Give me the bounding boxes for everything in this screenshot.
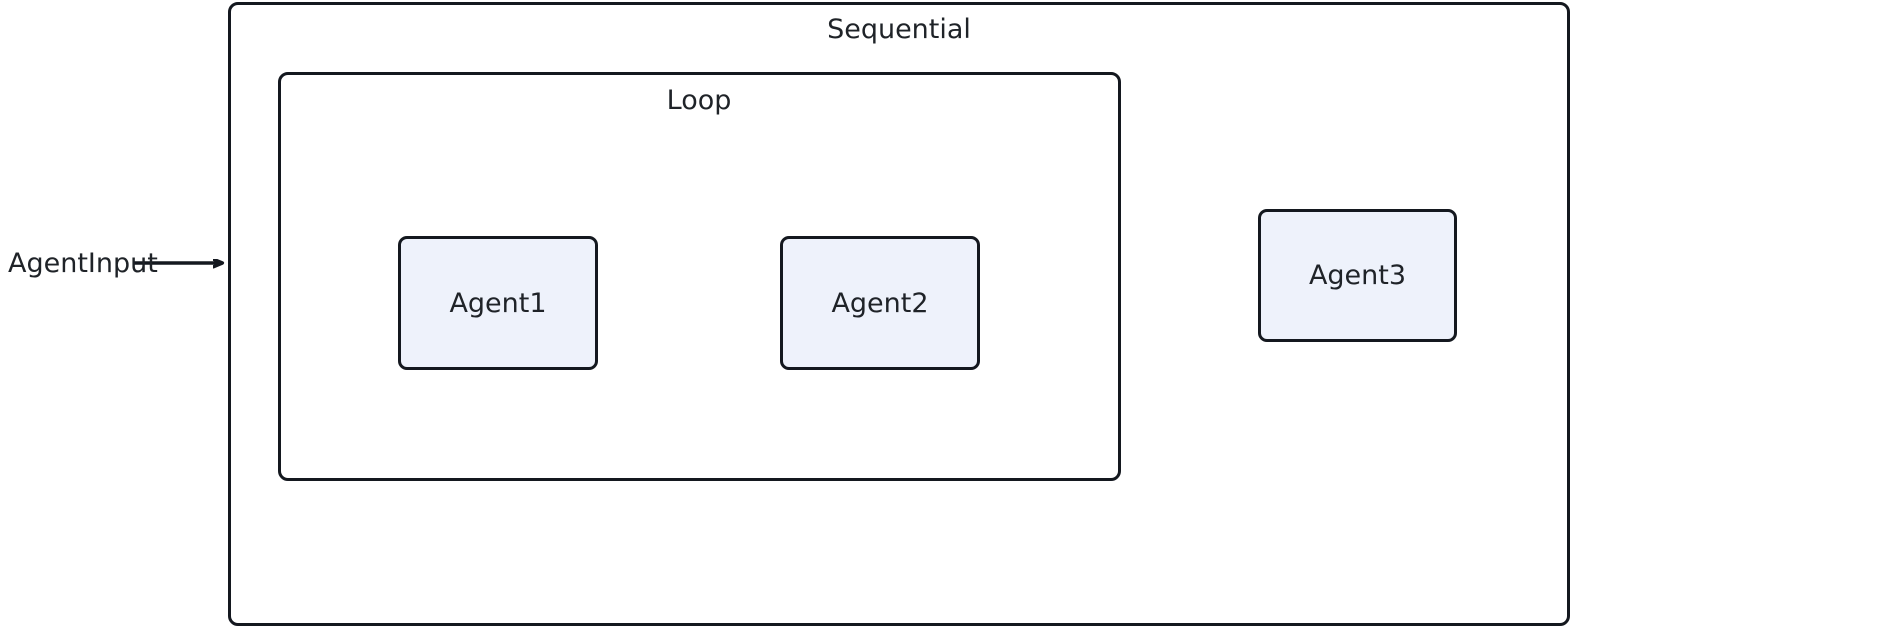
container-loop-label: Loop bbox=[666, 85, 732, 116]
node-agent3[interactable]: Agent3 bbox=[1258, 209, 1457, 342]
label-agent-input: AgentInput bbox=[8, 248, 158, 279]
node-agent2-label: Agent2 bbox=[831, 287, 929, 319]
node-agent2[interactable]: Agent2 bbox=[780, 236, 980, 370]
container-sequential-label: Sequential bbox=[827, 14, 971, 45]
node-agent3-label: Agent3 bbox=[1308, 260, 1407, 291]
node-agent1-label: Agent1 bbox=[449, 287, 547, 319]
node-agent1[interactable]: Agent1 bbox=[398, 236, 598, 370]
